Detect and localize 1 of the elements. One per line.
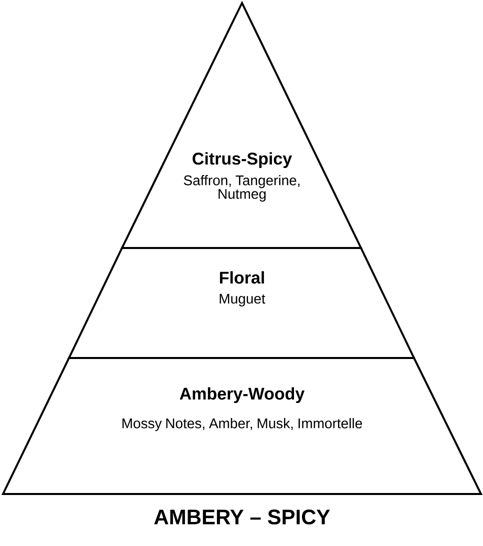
- pyramid-title: AMBERY – SPICY: [154, 510, 330, 524]
